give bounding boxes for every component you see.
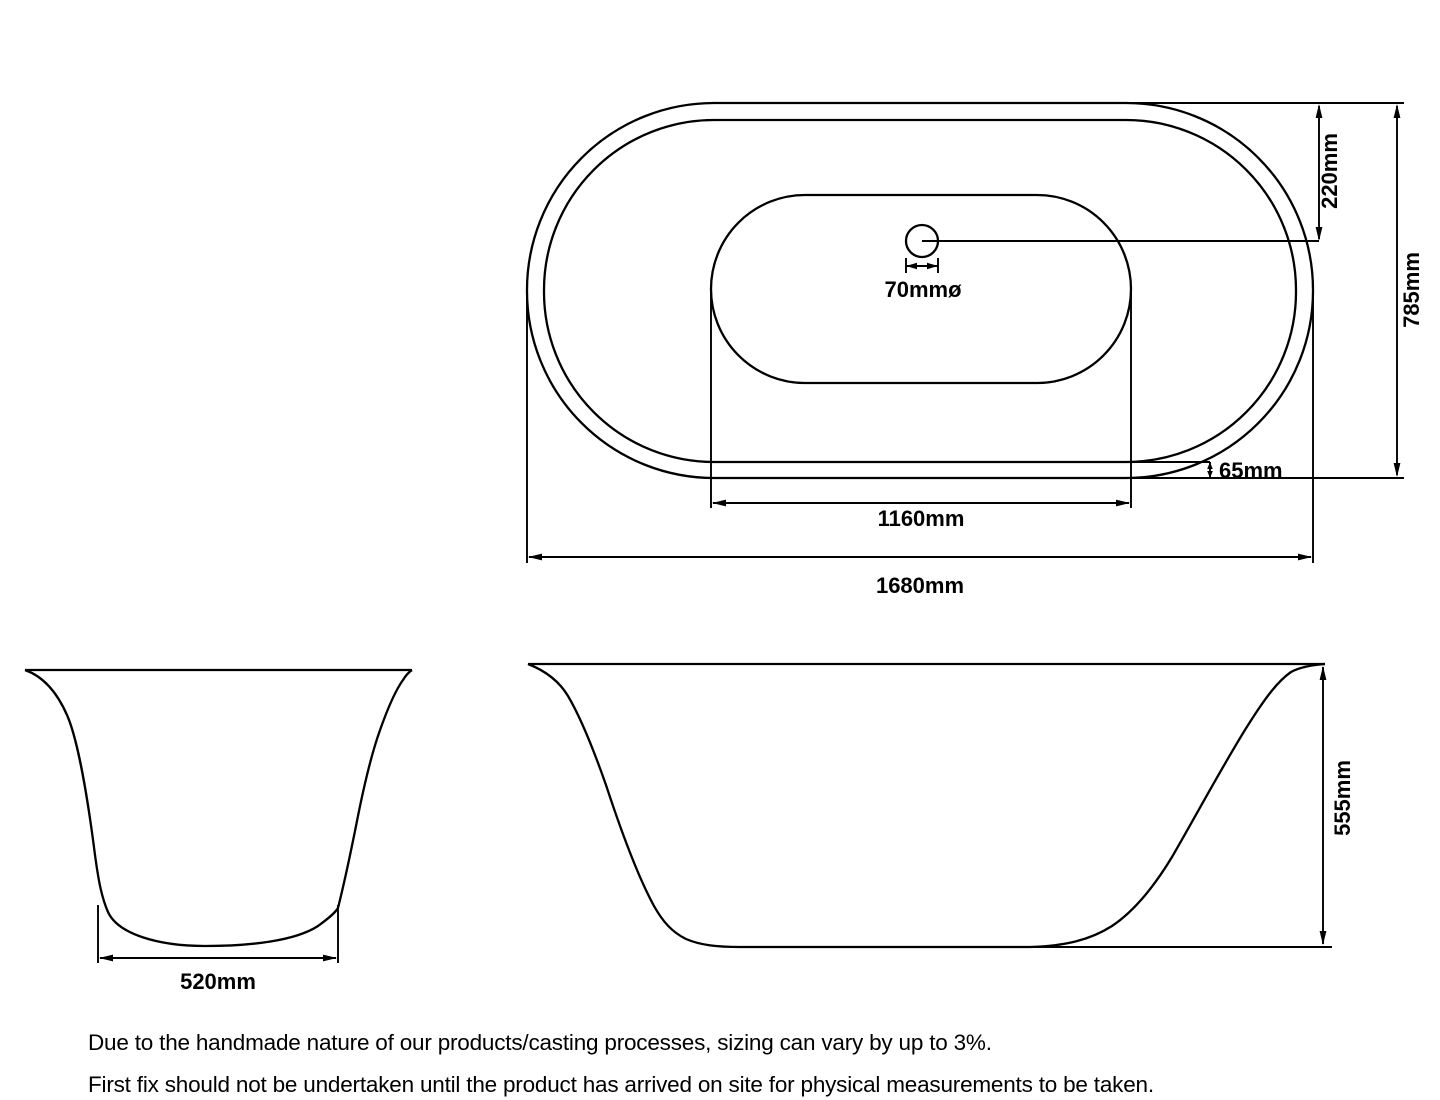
- dim-overall-height: 555mm: [1319, 666, 1355, 945]
- arrowhead-down: [1393, 463, 1401, 477]
- arrowhead-right: [323, 954, 337, 962]
- side-view-profile: [527, 662, 1326, 949]
- arrowhead-up: [1393, 104, 1401, 118]
- end-view: 520mm: [24, 668, 413, 994]
- plan-view: [525, 101, 1315, 480]
- arrowhead-down: [1315, 227, 1323, 241]
- plan-outer-rim-outline: [525, 101, 1315, 480]
- arrowhead-up: [1207, 462, 1213, 469]
- arrowhead-down: [1207, 471, 1213, 478]
- dim-drain-to-edge: 220mm: [1126, 102, 1404, 241]
- arrowhead-right: [1116, 499, 1130, 507]
- overall-height-label: 555mm: [1330, 760, 1355, 836]
- arrowhead-up: [1315, 104, 1323, 118]
- arrowhead-down: [1319, 931, 1327, 945]
- dim-overall-width: 785mm: [1126, 104, 1424, 479]
- footnotes: Due to the handmade nature of our produc…: [88, 1030, 1154, 1097]
- rim-width-label: 65mm: [1219, 458, 1283, 483]
- drain-diameter-label: 70mmø: [884, 277, 962, 302]
- overall-width-label: 785mm: [1399, 252, 1424, 328]
- base-width-label: 520mm: [180, 969, 256, 994]
- dim-base-width: 520mm: [97, 905, 339, 994]
- arrowhead-left: [906, 262, 917, 270]
- overall-length-label: 1680mm: [876, 573, 964, 598]
- arrowhead-right: [1298, 553, 1312, 561]
- note-line-2: First fix should not be undertaken until…: [88, 1072, 1154, 1097]
- dim-rim-width: 65mm: [1126, 458, 1283, 483]
- arrowhead-up: [1319, 666, 1327, 680]
- internal-length-label: 1160mm: [878, 506, 965, 531]
- arrowhead-left: [712, 499, 726, 507]
- dim-overall-length: 1680mm: [526, 292, 1314, 598]
- plan-inner-rim-outline: [542, 118, 1298, 464]
- side-view: 555mm: [527, 662, 1355, 949]
- arrowhead-right: [927, 262, 938, 270]
- plan-basin-outline: [709, 193, 1133, 385]
- dim-internal-length: 1160mm: [710, 290, 1132, 531]
- arrowhead-left: [528, 553, 542, 561]
- dim-drain-diameter: 70mmø: [884, 240, 1319, 302]
- arrowhead-left: [99, 954, 113, 962]
- drain-to-edge-label: 220mm: [1317, 133, 1342, 209]
- end-view-profile: [24, 668, 413, 948]
- note-line-1: Due to the handmade nature of our produc…: [88, 1030, 992, 1055]
